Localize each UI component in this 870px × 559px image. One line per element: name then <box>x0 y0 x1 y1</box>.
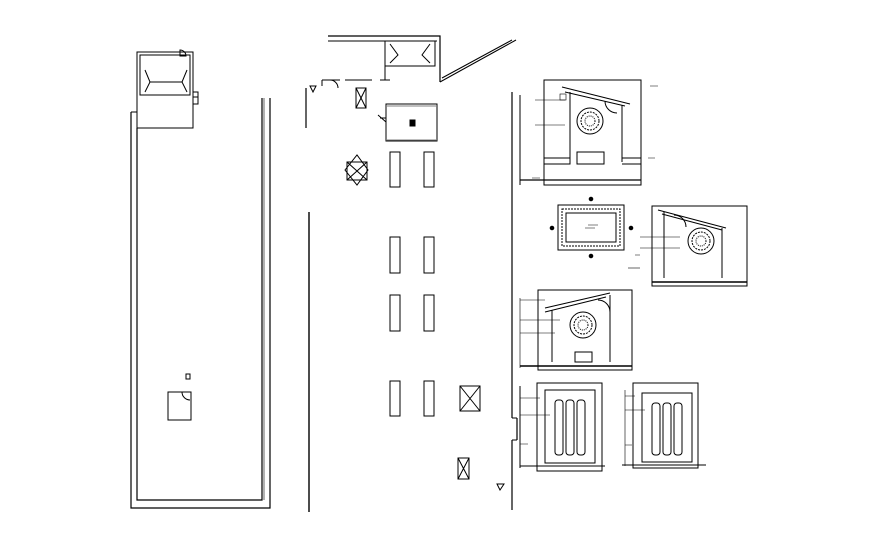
top-room-fixture <box>144 69 188 93</box>
long-building-plan <box>130 49 271 509</box>
elevation-5-panel <box>622 382 706 469</box>
center-room <box>385 103 438 142</box>
elevation-2-roof <box>657 209 727 231</box>
column-1a <box>389 151 401 188</box>
elevation-3-frame <box>537 289 633 371</box>
plan-detail <box>549 196 634 259</box>
crossed-box-lower <box>459 385 481 412</box>
elevation-4-frame <box>536 382 603 472</box>
hall-fixture-box <box>167 391 192 421</box>
top-room-inner <box>139 54 191 96</box>
elevation-5-frame <box>632 382 699 469</box>
elevation-4-panel <box>519 382 605 472</box>
small-marker <box>185 373 191 380</box>
top-building-fixture <box>389 43 431 64</box>
elevation-1-fan <box>576 107 604 135</box>
column-2a <box>389 236 401 274</box>
elevation-3-roof <box>544 292 611 313</box>
elevation-1-frame <box>543 79 642 186</box>
elevation-2-frame <box>651 205 748 287</box>
column-2b <box>423 236 435 274</box>
hall-outer-wall <box>130 98 271 509</box>
elevation-2 <box>628 205 748 287</box>
diagonal-wall <box>439 39 517 83</box>
elevation-1-roof <box>561 86 631 107</box>
elevation-2-fan <box>687 227 715 255</box>
crossed-box-bottom <box>457 457 470 480</box>
door-mark-left <box>309 85 317 94</box>
column-3a <box>389 294 401 332</box>
column-4a <box>389 380 401 417</box>
column-1b <box>423 151 435 188</box>
plan-detail-outer <box>557 204 625 251</box>
door-swing-top <box>179 49 187 57</box>
central-site-plan <box>305 35 518 512</box>
elevation-3-fan <box>569 311 597 339</box>
site-right-wall <box>511 92 518 510</box>
column-4b <box>423 380 435 417</box>
top-building-wall <box>328 35 441 82</box>
top-building-room <box>384 40 436 67</box>
hall-inner-wall <box>136 98 263 501</box>
door-mark-bottom <box>496 483 505 491</box>
side-step <box>193 91 199 105</box>
elevation-1 <box>519 79 658 186</box>
column-3b <box>423 294 435 332</box>
elevation-3 <box>519 289 633 371</box>
top-room <box>136 51 194 129</box>
center-room-mark <box>409 119 416 127</box>
crossed-box-top <box>355 87 367 109</box>
